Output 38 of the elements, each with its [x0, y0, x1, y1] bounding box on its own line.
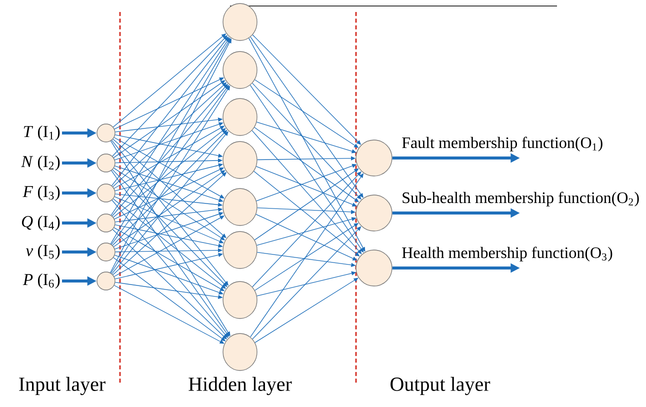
input-neuron: [96, 154, 116, 172]
input-label: F (I$_{3}$): [22, 185, 60, 201]
hidden-neuron: [222, 3, 258, 41]
edge-label: Fault membership function(O$_{1}$): [400, 135, 604, 153]
input-neuron: [96, 242, 116, 262]
input-label: P (I$_{6}$): [22, 273, 60, 289]
output-neuron: [356, 250, 392, 286]
connection-arrow: [112, 229, 227, 340]
input-label: T (I$_{1}$): [24, 125, 60, 141]
connection-arrow: [252, 226, 362, 340]
hidden-neuron: [222, 141, 258, 179]
hidden-neuron: [222, 281, 258, 319]
connection-arrow: [110, 86, 230, 274]
hidden-neuron: [222, 333, 258, 371]
edge-label: Sub-health membership function(O$_{2}$): [400, 190, 641, 208]
hidden-neuron: [222, 98, 258, 136]
input-neuron: [96, 124, 116, 142]
input-label: v (I$_{5}$): [26, 244, 60, 260]
hidden-neuron: [222, 231, 258, 269]
connection-arrow: [250, 36, 364, 198]
connection-arrow: [114, 254, 224, 294]
connection-arrow: [113, 80, 226, 158]
hidden-neuron: [222, 188, 258, 226]
layer-label: Input layer: [19, 376, 106, 396]
input-label: Q (I$_{4}$): [22, 215, 60, 231]
input-neuron: [96, 272, 116, 290]
input-label: N (I$_{2}$): [21, 155, 60, 171]
input-neuron: [96, 184, 116, 202]
output-neuron: [356, 194, 392, 232]
connection-arrow: [112, 198, 226, 289]
input-neuron: [96, 214, 116, 232]
edge-label: Health membership function(O$_{3}$): [400, 245, 614, 263]
connection-arrow: [254, 278, 358, 343]
connection-arrow: [112, 128, 226, 218]
output-neuron: [356, 140, 392, 176]
layer-label: Output layer: [390, 376, 490, 396]
hidden-neuron: [222, 51, 258, 89]
layer-label: Hidden layer: [188, 376, 292, 396]
